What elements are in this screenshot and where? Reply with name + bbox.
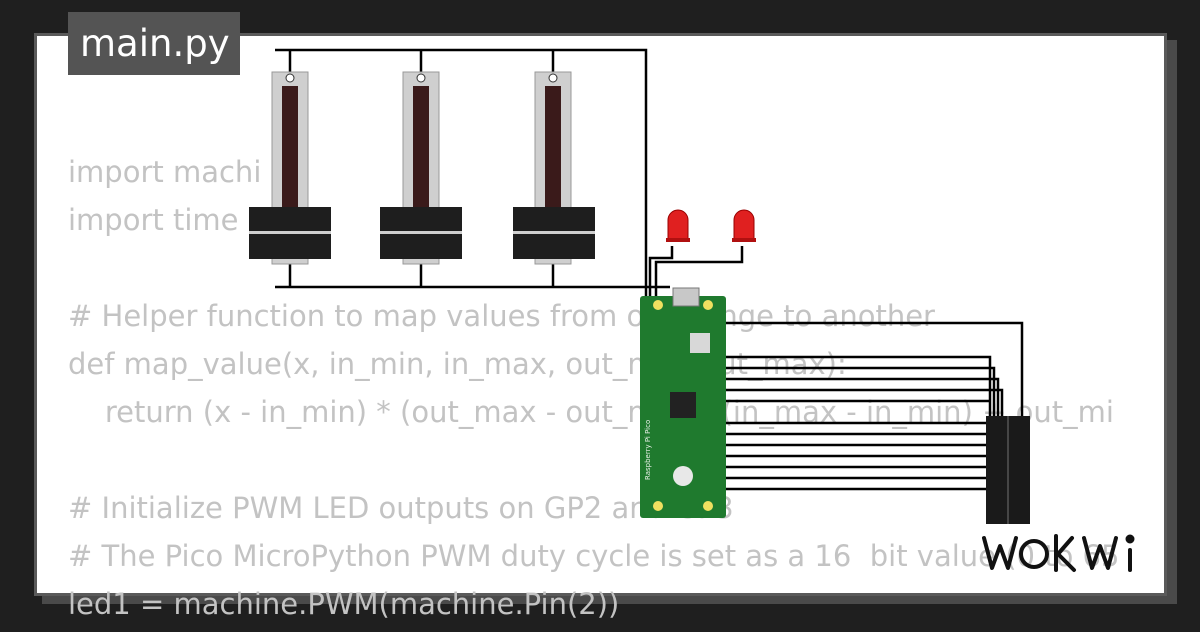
wire-header-3	[725, 366, 996, 428]
led-rim	[666, 238, 690, 242]
bootsel-button[interactable]	[690, 333, 710, 353]
raspberry-pi-pico[interactable]: Raspberry Pi Pico	[640, 287, 726, 518]
slide-potentiometer-1[interactable]	[249, 71, 331, 265]
mount-hole	[653, 300, 663, 310]
pot-screw	[285, 73, 295, 83]
wire-top-bus	[275, 48, 660, 350]
pot-screw	[548, 73, 558, 83]
panel-shadow-right	[1167, 40, 1177, 602]
led-dome	[667, 209, 689, 241]
wire-header-2	[725, 355, 992, 420]
pot-knob-line	[380, 231, 462, 234]
pico-label: Raspberry Pi Pico	[644, 420, 652, 480]
mount-hole	[703, 300, 713, 310]
wokwi-logo	[982, 534, 1135, 572]
pin-header[interactable]	[986, 416, 1030, 524]
code-line: import time	[68, 203, 239, 237]
pot-knob-line	[249, 231, 331, 234]
usb-port	[672, 287, 700, 307]
mount-hole	[703, 501, 713, 511]
code-line: led1 = machine.PWM(machine.Pin(2))	[68, 587, 620, 621]
red-led-1[interactable]	[666, 209, 690, 242]
led-dome	[733, 209, 755, 241]
raspberry-logo-icon	[673, 466, 693, 486]
project-preview-panel	[34, 33, 1167, 596]
code-line: # The Pico MicroPython PWM duty cycle is…	[68, 539, 1120, 573]
wire-header-1	[725, 321, 1024, 420]
red-led-2[interactable]	[732, 209, 756, 242]
slide-potentiometer-3[interactable]	[513, 71, 595, 265]
wire-header-5	[725, 388, 1004, 444]
pot-screw	[416, 73, 426, 83]
led-rim	[732, 238, 756, 242]
wire-header-4	[725, 377, 1000, 436]
mount-hole	[653, 501, 663, 511]
slide-potentiometer-2[interactable]	[380, 71, 462, 265]
rp2040-chip	[670, 392, 696, 418]
pot-knob-line	[513, 231, 595, 234]
panel-shadow-bottom	[42, 596, 1177, 604]
file-tab-main-py[interactable]: main.py	[68, 12, 240, 75]
code-line: import machi	[68, 155, 262, 189]
